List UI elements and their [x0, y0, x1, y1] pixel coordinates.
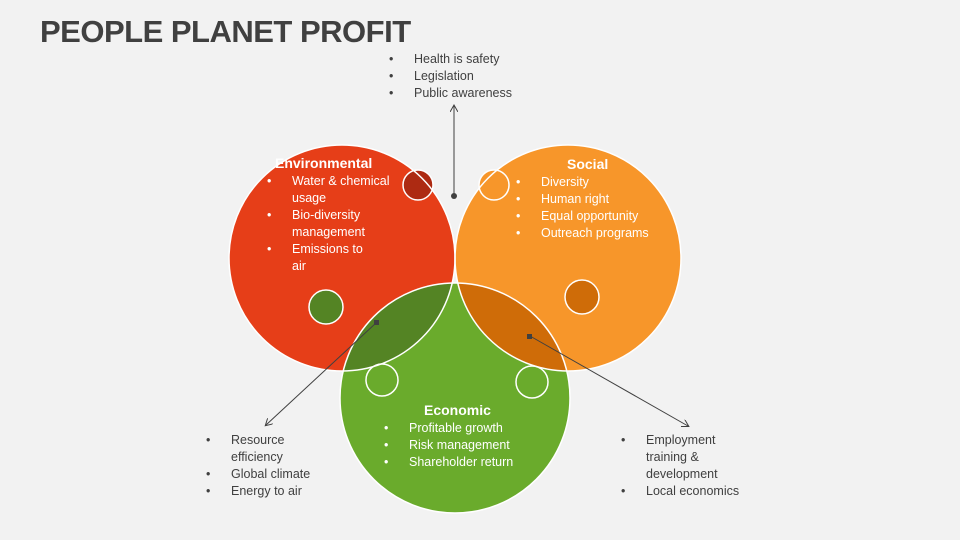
social-item: Equal opportunity [516, 208, 666, 225]
callout-bottom-right-item: Local economics [621, 483, 751, 500]
connector-bottom-right [527, 334, 688, 426]
knob-top-left [402, 169, 434, 201]
callout-bottom-left: Resource efficiency Global climate Energ… [206, 432, 326, 500]
knob-bottom-left [365, 363, 399, 397]
callout-bottom-right: Employment training & development Local … [621, 432, 751, 500]
economic-item: Shareholder return [384, 454, 534, 471]
economic-item: Profitable growth [384, 420, 534, 437]
page-title: PEOPLE PLANET PROFIT [40, 14, 411, 49]
environmental-item: Bio-diversity management [267, 207, 397, 241]
social-block: Social Diversity Human right Equal oppor… [516, 156, 666, 242]
callout-top-item: Health is safety [389, 51, 529, 68]
callout-top-item: Legislation [389, 68, 529, 85]
economic-item: Risk management [384, 437, 534, 454]
environmental-heading: Environmental [275, 155, 373, 171]
social-item: Diversity [516, 174, 666, 191]
callout-top-item: Public awareness [389, 85, 529, 102]
connector-bottom-left [266, 320, 379, 425]
environmental-item: Emissions to air [267, 241, 372, 275]
social-item: Human right [516, 191, 666, 208]
callout-bottom-left-item: Resource efficiency [206, 432, 301, 466]
callout-bottom-right-item: Employment training & development [621, 432, 728, 483]
connector-top [451, 106, 457, 199]
callout-bottom-left-item: Energy to air [206, 483, 326, 500]
knob-top-right [478, 169, 510, 201]
knob-left [308, 289, 344, 325]
social-item: Outreach programs [516, 225, 666, 242]
callout-bottom-left-item: Global climate [206, 466, 326, 483]
economic-block: Economic Profitable growth Risk manageme… [384, 402, 534, 471]
social-heading: Social [567, 156, 609, 172]
knob-right [564, 279, 600, 315]
environmental-block: Environmental Water & chemical usage Bio… [267, 155, 397, 275]
callout-top: Health is safety Legislation Public awar… [389, 51, 529, 102]
economic-heading: Economic [424, 402, 491, 418]
environmental-item: Water & chemical usage [267, 173, 397, 207]
knob-bottom-right [515, 365, 549, 399]
